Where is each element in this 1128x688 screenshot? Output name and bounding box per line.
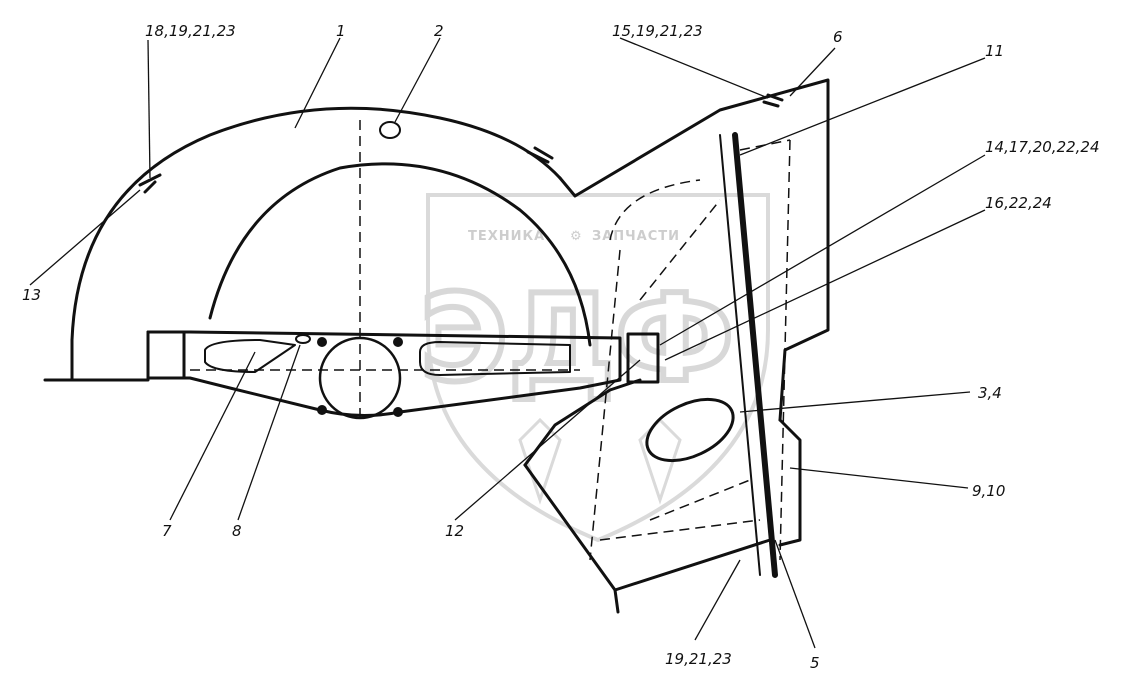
fender-bolt-right <box>526 146 554 164</box>
leader-2 <box>394 37 441 123</box>
leader-1 <box>294 37 341 129</box>
leader-5 <box>774 539 816 649</box>
leader-lines <box>29 37 986 649</box>
callout-6: 6 <box>833 28 843 46</box>
callout-1: 1 <box>336 22 346 40</box>
leader-15 <box>619 37 769 99</box>
callout-5: 5 <box>810 654 820 672</box>
lower-shield-edge <box>778 418 802 547</box>
callout-14: 14,17,20,22,24 <box>985 138 1100 156</box>
hub-bolts <box>317 337 403 417</box>
shield-oval-hole <box>645 397 735 463</box>
bracket-end-block <box>146 330 186 380</box>
callout-16: 16,22,24 <box>985 194 1052 212</box>
callout-9: 9,10 <box>972 482 1005 500</box>
watermark-left-text: ТЕХНИКА <box>468 229 545 244</box>
leader-6 <box>789 47 836 97</box>
watermark-right-text: ЗАПЧАСТИ <box>592 229 680 244</box>
bracket-small-hole <box>295 334 311 344</box>
inner-fender-arc <box>208 162 592 347</box>
callout-11: 11 <box>985 42 1004 60</box>
callout-18: 18,19,21,23 <box>145 22 236 40</box>
callout-2: 2 <box>434 22 444 40</box>
vertical-bar-inner <box>719 134 761 576</box>
fender-bolt-left <box>138 173 162 194</box>
callout-12: 12 <box>445 522 464 540</box>
leader-3 <box>739 391 971 413</box>
hidden-lines <box>190 120 791 561</box>
bracket-slot-right <box>419 341 571 376</box>
bracket-clamp <box>626 332 660 384</box>
hidden-line-bottom <box>599 519 761 541</box>
hidden-line-vertical <box>589 249 621 561</box>
leader-9 <box>789 467 969 489</box>
hidden-line-right <box>779 139 791 561</box>
leader-14 <box>659 154 986 346</box>
leader-18 <box>147 39 151 179</box>
leader-8 <box>237 344 301 521</box>
funnel-foot <box>613 588 620 614</box>
outer-fender-arc <box>70 106 562 342</box>
callout-15: 15,19,21,23 <box>612 22 703 40</box>
watermark-gear-icon: ⚙ <box>570 229 583 244</box>
hidden-arc-mid <box>639 199 721 301</box>
leader-12 <box>454 359 641 521</box>
leader-7 <box>169 351 256 521</box>
fender-top-hole <box>379 121 401 139</box>
callout-8: 8 <box>232 522 242 540</box>
hidden-arc-upper <box>609 179 701 241</box>
leader-13 <box>29 189 141 286</box>
callout-7: 7 <box>162 522 172 540</box>
shield-top-bolt <box>762 93 784 108</box>
leader-11 <box>739 57 986 156</box>
callout-13: 13 <box>22 286 41 304</box>
hidden-line-bottom2 <box>649 479 751 521</box>
bracket-arm <box>146 330 622 418</box>
funnel-upper-left <box>523 378 642 467</box>
vertical-bar <box>732 132 778 578</box>
drawing <box>43 78 830 614</box>
leader-16 <box>664 209 986 361</box>
leader-19 <box>694 559 741 641</box>
bracket-slot-left <box>204 339 296 373</box>
callout-19: 19,21,23 <box>665 650 732 668</box>
callout-3: 3,4 <box>978 384 1002 402</box>
watermark: ТЕХНИКА ⚙ ЗАПЧАСТИ ЭДФ <box>417 193 770 543</box>
callout-labels: 1 2 3,4 5 6 7 8 9,10 11 12 13 14,17,20,2… <box>22 22 1100 672</box>
